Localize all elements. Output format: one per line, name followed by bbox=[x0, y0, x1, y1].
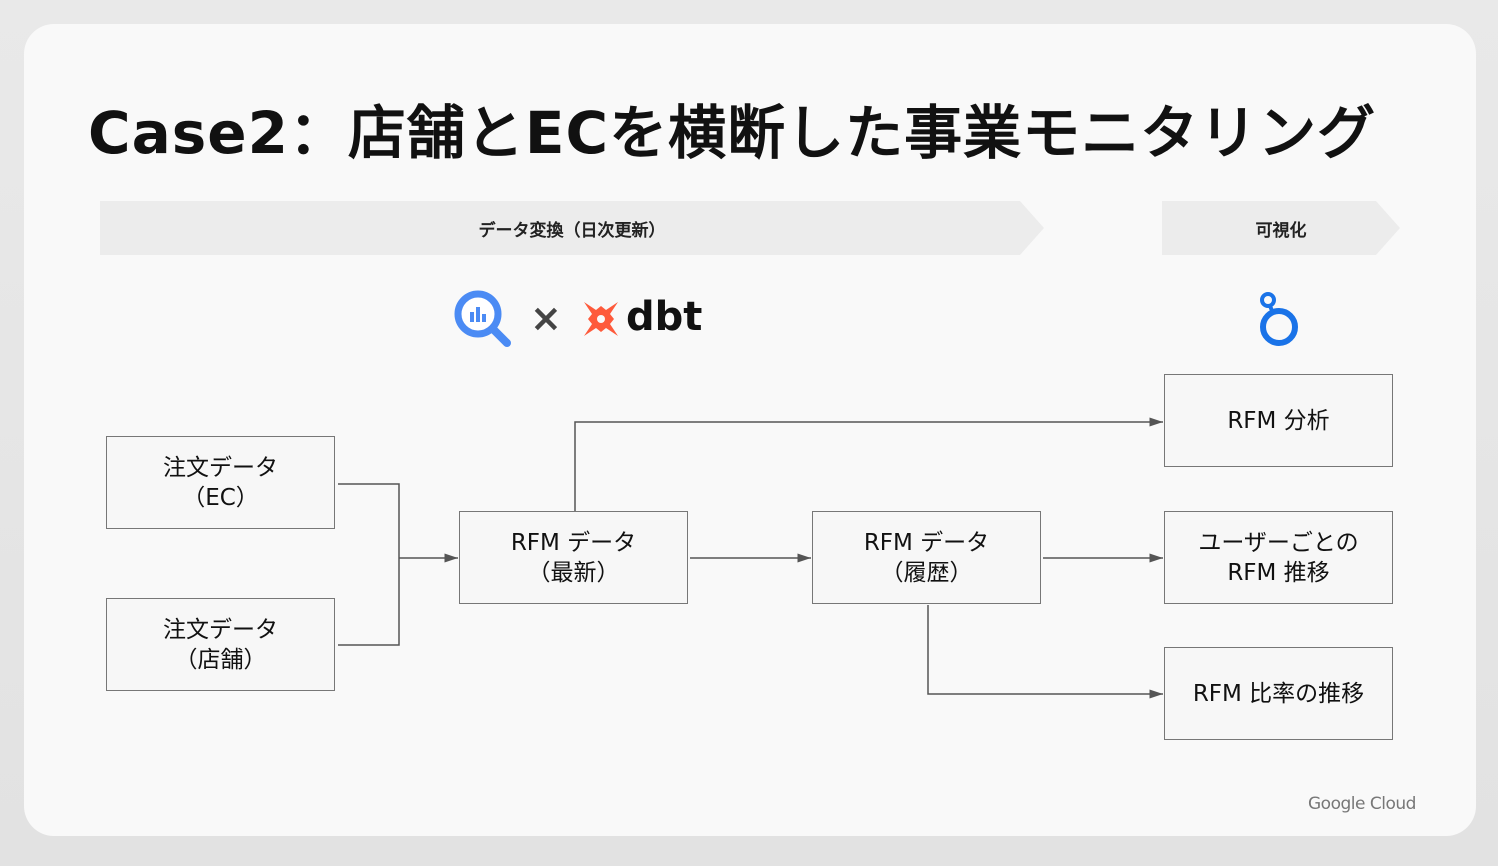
times-sign: × bbox=[530, 296, 562, 340]
node-rfm-analysis: RFM 分析 bbox=[1164, 374, 1393, 467]
node-sublabel: （最新） bbox=[527, 559, 620, 586]
flow-connectors bbox=[338, 417, 1163, 699]
node-sublabel: （履歴） bbox=[880, 559, 973, 586]
looker-icon bbox=[1260, 292, 1298, 346]
node-label: RFM データ bbox=[510, 529, 637, 556]
node-rfm-ratio-trend: RFM 比率の推移 bbox=[1164, 647, 1393, 740]
node-sublabel: （EC） bbox=[182, 484, 259, 511]
node-label: RFM 比率の推移 bbox=[1192, 680, 1365, 707]
node-sublabel: RFM 推移 bbox=[1227, 559, 1330, 586]
dbt-label: dbt bbox=[626, 294, 703, 340]
slide: Case2：店舗とECを横断した事業モニタリング データ変換（日次更新） 可視化… bbox=[24, 24, 1476, 836]
node-label: 注文データ bbox=[163, 616, 278, 643]
node-label: ユーザーごとの bbox=[1198, 529, 1359, 556]
node-orders-store: 注文データ （店舗） bbox=[106, 598, 335, 691]
node-rfm-user-trend: ユーザーごとの RFM 推移 bbox=[1164, 511, 1393, 604]
node-orders-ec: 注文データ （EC） bbox=[106, 436, 335, 529]
node-label: RFM データ bbox=[863, 529, 990, 556]
node-label: RFM 分析 bbox=[1227, 407, 1330, 434]
page-title: Case2：店舗とECを横断した事業モニタリング bbox=[88, 99, 1377, 167]
dbt-icon bbox=[584, 302, 618, 336]
bigquery-icon bbox=[454, 290, 511, 347]
node-sublabel: （店舗） bbox=[174, 646, 267, 673]
stage-banner-visualize: 可視化 bbox=[1162, 201, 1400, 255]
stage-banner-transform: データ変換（日次更新） bbox=[100, 201, 1044, 255]
google-cloud-logo: Google Cloud bbox=[1308, 794, 1416, 814]
node-rfm-latest: RFM データ （最新） bbox=[459, 511, 688, 604]
node-rfm-history: RFM データ （履歴） bbox=[812, 511, 1041, 604]
node-label: 注文データ bbox=[163, 454, 278, 481]
